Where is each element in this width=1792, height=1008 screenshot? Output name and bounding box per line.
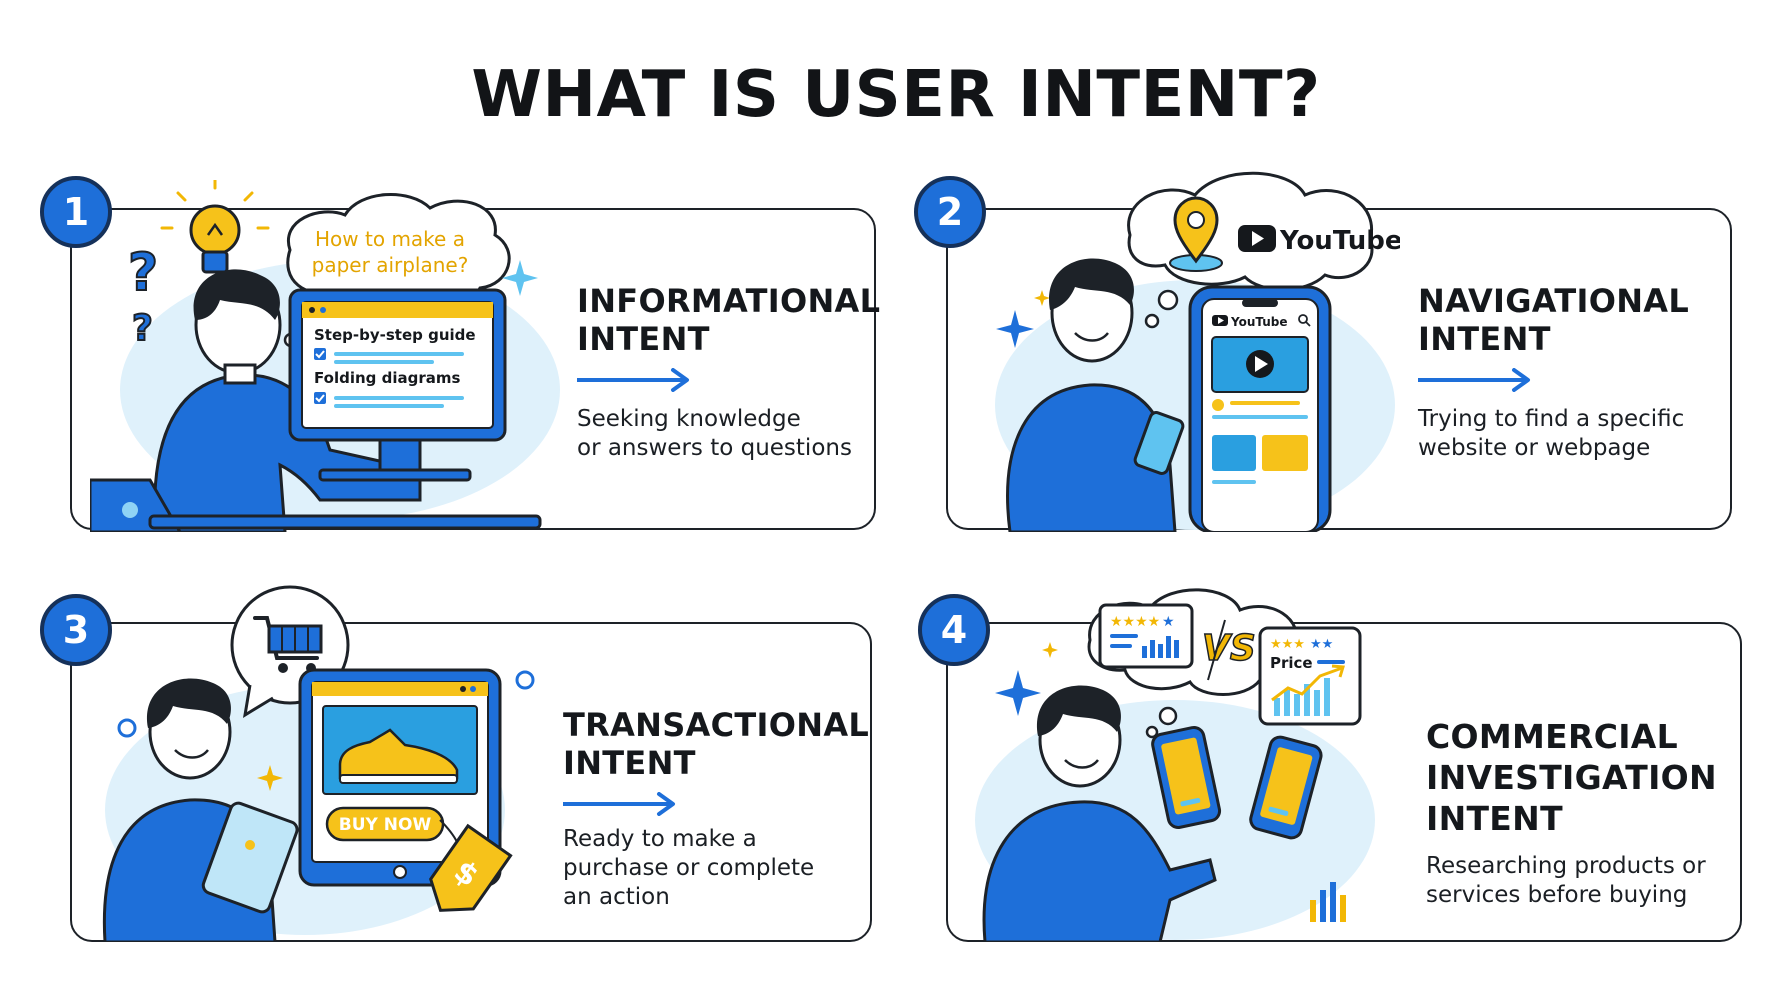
svg-text:★★★: ★★★ [1270,637,1305,652]
card-number-badge: 3 [40,594,112,666]
card-heading: INFORMATIONAL INTENT [577,282,881,358]
navigational-illustration: YouTube YouTube [995,171,1400,532]
question-mark-icon: ? ? [127,242,159,350]
versus-text: VS [1202,628,1256,669]
smartphone: YouTube [1188,285,1332,532]
page-title: WHAT IS USER INTENT? [471,58,1321,132]
price-card: ★★★ ★★ Price [1258,626,1362,726]
star-rating-icon: ★★★★ ★ [1098,603,1194,669]
card-heading: NAVIGATIONAL INTENT [1418,282,1690,358]
youtube-brand-text: YouTube [1279,226,1400,256]
arrow-right-icon [563,792,675,816]
arrow-right-icon [1418,368,1530,392]
card-heading: TRANSACTIONAL INTENT [563,706,870,782]
person-figure [102,678,299,942]
price-label: Price [1270,654,1313,672]
transactional-illustration: BUY NOW $ [102,585,535,942]
commercial-illustration: ★★★★ ★ VS ★★★ ★★ Price [975,588,1375,942]
map-pin-icon [1169,196,1223,272]
arrow-right-icon [577,368,689,392]
svg-text:★: ★ [1162,614,1175,630]
sneaker-icon [338,728,459,784]
card-number-badge: 1 [40,176,112,248]
monitor: Step-by-step guide Folding diagrams [288,288,507,482]
thought-bubble: How to make a paper airplane? [283,192,511,348]
screen-item-2: Folding diagrams [314,369,460,387]
screen-item-1: Step-by-step guide [314,326,476,344]
bar-chart-icon [1142,636,1179,658]
card-number-badge: 4 [918,594,990,666]
svg-text:★★: ★★ [1310,637,1333,652]
card-number-badge: 2 [914,176,986,248]
svg-text:★★★★: ★★★★ [1110,614,1160,630]
svg-text:?: ? [128,243,158,303]
smartphone-icon [1151,725,1222,829]
lightbulb-icon [160,180,270,274]
informational-illustration: How to make a paper airplane? ? ? Step-b… [90,180,560,532]
card-description: Trying to find a specific website or web… [1418,406,1685,461]
person-figure [152,269,422,532]
person-figure [982,685,1217,942]
card-heading: COMMERCIAL INVESTIGATION INTENT [1426,717,1717,838]
card-description: Ready to make a purchase or complete an … [563,826,815,910]
price-tag-icon: $ [429,823,513,912]
thought-text-2: paper airplane? [312,253,469,277]
search-icon [1298,314,1311,327]
card-description: Researching products or services before … [1426,853,1706,908]
thought-bubble: YouTube [1127,171,1400,329]
checkbox-icon [314,348,326,360]
card-description: Seeking knowledge or answers to question… [577,406,852,461]
shopping-cart-icon [253,616,323,673]
person-figure [1006,258,1185,532]
svg-text:?: ? [132,308,153,349]
smartphone-icon [1249,735,1323,840]
youtube-logo-icon: YouTube [1238,225,1400,256]
thought-text-1: How to make a [315,227,465,251]
svg-text:YouTube: YouTube [1230,315,1288,329]
svg-text:BUY NOW: BUY NOW [339,815,432,835]
